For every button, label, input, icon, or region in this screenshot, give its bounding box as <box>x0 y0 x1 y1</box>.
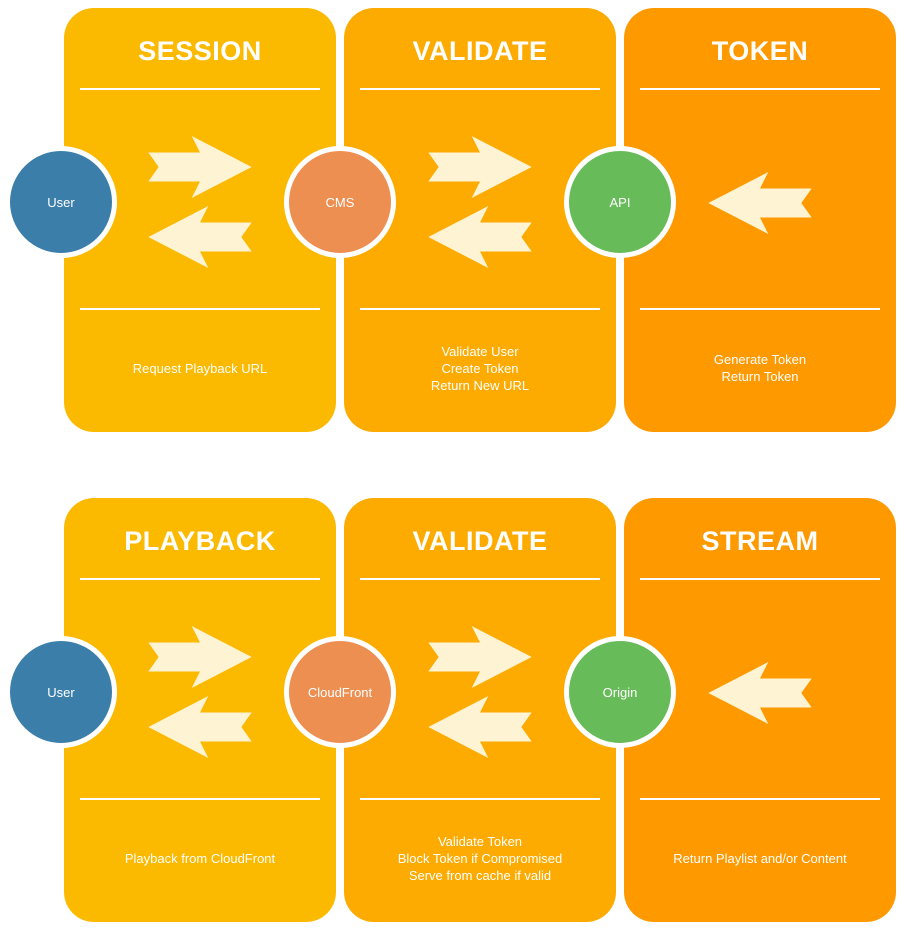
node-label: CMS <box>325 194 355 210</box>
description-line: Request Playback URL <box>132 360 268 376</box>
divider <box>640 798 880 800</box>
right-arrow-icon <box>148 136 252 198</box>
panel-title: VALIDATE <box>412 36 548 66</box>
right-arrow-icon <box>428 626 532 688</box>
description-line: Generate Token <box>713 352 807 367</box>
node-label: User <box>47 194 75 210</box>
divider <box>80 308 320 310</box>
panel-description: Validate Token Block Token if Compromise… <box>352 798 608 918</box>
description-line: Block Token if Compromised <box>397 850 563 866</box>
cms-node: CMS <box>284 146 396 258</box>
description-line: Validate Token <box>437 833 523 849</box>
left-arrow-icon <box>708 172 812 234</box>
origin-node: Origin <box>564 636 676 748</box>
divider <box>80 88 320 90</box>
panel-title: STREAM <box>701 526 819 556</box>
description-line: Playback from CloudFront <box>124 850 276 866</box>
panel-title: TOKEN <box>711 36 809 66</box>
api-node: API <box>564 146 676 258</box>
right-arrow-icon <box>428 136 532 198</box>
user-node: User <box>5 146 117 258</box>
left-arrow-icon <box>428 206 532 268</box>
left-arrow-icon <box>148 206 252 268</box>
divider <box>640 578 880 580</box>
description-line: Create Token <box>441 360 519 376</box>
session-token-flow: SESSION Request Playback URL VALIDATE Va… <box>0 8 904 432</box>
description-line: Return Playlist and/or Content <box>673 850 847 866</box>
panel-title: PLAYBACK <box>124 526 276 556</box>
divider <box>360 308 600 310</box>
panel-description: Playback from CloudFront <box>72 798 328 918</box>
panel-description: Return Playlist and/or Content <box>632 798 888 918</box>
user-node: User <box>5 636 117 748</box>
divider <box>360 798 600 800</box>
panel-description: Validate User Create Token Return New UR… <box>352 308 608 428</box>
node-label: User <box>47 684 75 700</box>
left-arrow-icon <box>148 696 252 758</box>
panel-description: Request Playback URL <box>72 308 328 428</box>
divider <box>80 798 320 800</box>
description-line: Return Token <box>721 369 799 384</box>
left-arrow-icon <box>708 662 812 724</box>
divider <box>360 88 600 90</box>
divider <box>640 88 880 90</box>
playback-stream-flow: PLAYBACK Playback from CloudFront VALIDA… <box>0 498 904 922</box>
description-line: Serve from cache if valid <box>408 867 552 883</box>
panel-title: SESSION <box>138 36 262 66</box>
description-line: Return New URL <box>430 377 530 393</box>
divider <box>80 578 320 580</box>
divider <box>640 308 880 310</box>
left-arrow-icon <box>428 696 532 758</box>
right-arrow-icon <box>148 626 252 688</box>
node-label: CloudFront <box>307 684 373 700</box>
node-label: API <box>609 194 631 210</box>
description-line: Validate User <box>441 343 519 359</box>
divider <box>360 578 600 580</box>
panel-title: VALIDATE <box>412 526 548 556</box>
node-label: Origin <box>602 684 638 700</box>
cloudfront-node: CloudFront <box>284 636 396 748</box>
panel-description: Generate Token Return Token <box>632 308 888 428</box>
